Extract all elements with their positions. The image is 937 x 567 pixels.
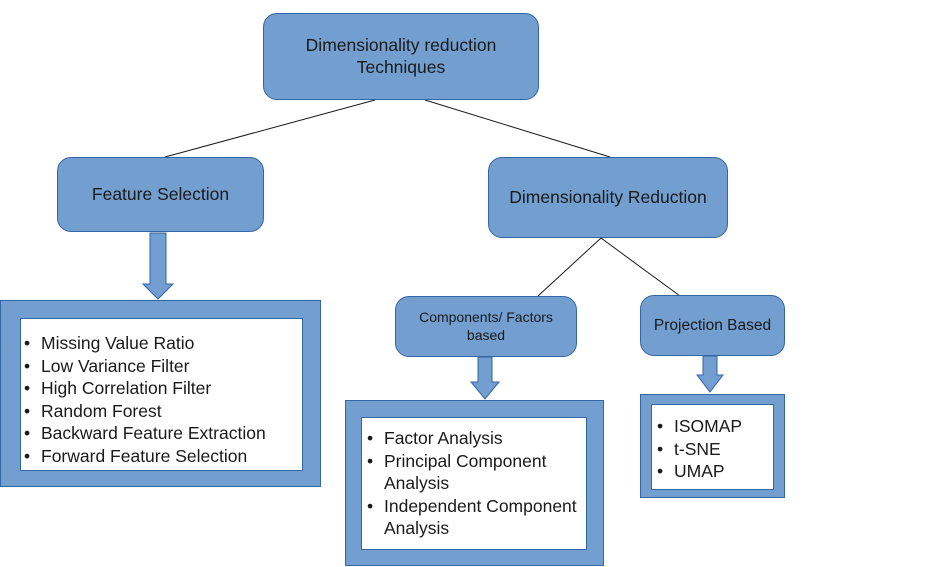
list-item: ISOMAP [655, 415, 742, 438]
projection-node: Projection Based [640, 295, 785, 356]
dimensionality-reduction-node: Dimensionality Reduction [488, 157, 728, 238]
list-item: Low Variance Filter [22, 355, 266, 378]
root-label: Dimensionality reduction Techniques [305, 34, 497, 77]
feature-selection-list-panel: Missing Value Ratio Low Variance Filter … [0, 300, 321, 487]
list-item: UMAP [655, 460, 742, 483]
projection-list: ISOMAP t-SNE UMAP [655, 415, 742, 483]
components-label: Components/ Factors based [419, 309, 553, 343]
list-item: Backward Feature Extraction [22, 422, 266, 445]
list-item: Factor Analysis [365, 427, 586, 450]
components-list-panel: Factor Analysis Principal Component Anal… [345, 400, 604, 566]
components-list-box: Factor Analysis Principal Component Anal… [361, 417, 587, 550]
list-item: Forward Feature Selection [22, 445, 266, 468]
list-item: Random Forest [22, 400, 266, 423]
feature-selection-list-box: Missing Value Ratio Low Variance Filter … [20, 318, 303, 471]
list-item: Independent Component Analysis [365, 495, 586, 540]
projection-label: Projection Based [653, 316, 772, 334]
components-node: Components/ Factors based [395, 296, 577, 357]
feature-selection-node: Feature Selection [57, 157, 264, 232]
root-node: Dimensionality reduction Techniques [263, 13, 539, 100]
projection-list-box: ISOMAP t-SNE UMAP [651, 404, 774, 490]
arrow-feature-selection-down [141, 232, 175, 300]
feature-selection-label: Feature Selection [91, 183, 230, 204]
edge-root-feature-selection [164, 99, 376, 158]
feature-selection-list: Missing Value Ratio Low Variance Filter … [22, 332, 266, 467]
edge-dr-components [537, 237, 602, 297]
list-item: High Correlation Filter [22, 377, 266, 400]
components-list: Factor Analysis Principal Component Anal… [365, 427, 586, 540]
edge-root-dimensionality-reduction [424, 99, 611, 158]
arrow-components-down [469, 356, 501, 400]
edge-dr-projection [600, 237, 681, 297]
list-item: Principal Component Analysis [365, 450, 586, 495]
list-item: Missing Value Ratio [22, 332, 266, 355]
dimensionality-reduction-label: Dimensionality Reduction [509, 186, 707, 207]
arrow-projection-down [695, 355, 725, 393]
projection-list-panel: ISOMAP t-SNE UMAP [640, 394, 785, 498]
list-item: t-SNE [655, 438, 742, 461]
